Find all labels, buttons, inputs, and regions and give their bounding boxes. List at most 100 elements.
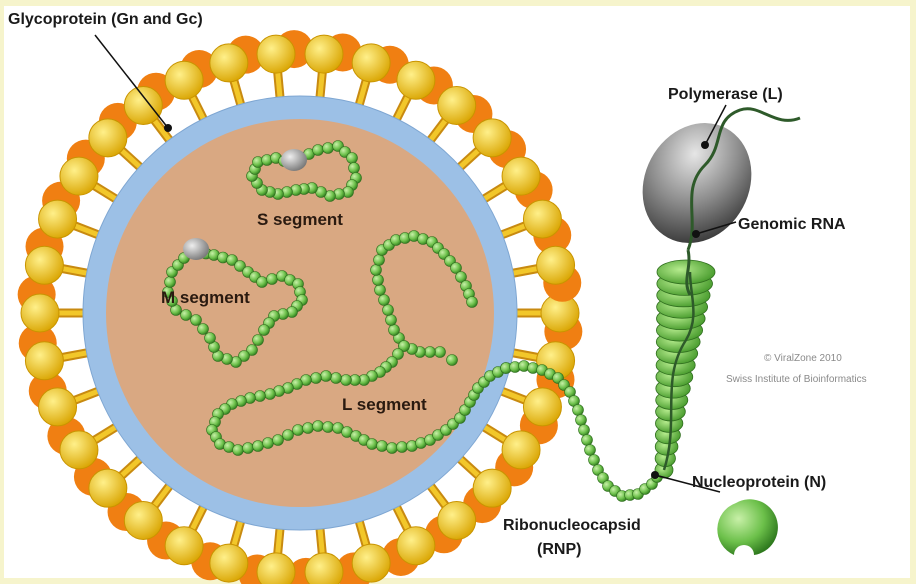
segment-bead (233, 445, 244, 456)
segment-bead (379, 295, 390, 306)
s-segment-label: S segment (257, 210, 343, 229)
credit-line-2: Swiss Institute of Bioinformatics (726, 374, 867, 385)
segment-bead (425, 347, 436, 358)
segment-bead (377, 441, 388, 452)
glycoprotein-label: Glycoprotein (Gn and Gc) (8, 11, 203, 28)
segment-bead (447, 355, 458, 366)
segment-bead (435, 347, 446, 358)
segment-bead (259, 325, 270, 336)
segment-bead (273, 435, 284, 446)
segment-bead (313, 421, 324, 432)
glycoprotein-gn-head (438, 501, 476, 539)
segment-bead (165, 277, 176, 288)
segment-bead (253, 441, 264, 452)
segment-bead (373, 275, 384, 286)
glycoprotein-gn-head (473, 119, 511, 157)
glycoprotein-gn-head (165, 527, 203, 565)
segment-bead (323, 422, 334, 433)
segment-bead (253, 335, 264, 346)
m-segment-polymerase (183, 238, 209, 260)
segment-bead (331, 373, 342, 384)
segment-bead (347, 153, 358, 164)
segment-bead (323, 143, 334, 154)
glycoprotein-gn-head (124, 501, 162, 539)
polymerase-dot (701, 141, 709, 149)
segment-bead (243, 443, 254, 454)
segment-bead (181, 310, 192, 321)
glycoprotein-gn-head (523, 388, 561, 426)
glycoprotein-gn-head (352, 544, 390, 582)
glycoprotein-gn-head (537, 246, 575, 284)
polymerase-label: Polymerase (L) (668, 86, 783, 103)
segment-bead (198, 324, 209, 335)
glycoprotein-gn-head (165, 61, 203, 99)
rnp-bead (589, 455, 600, 466)
segment-bead (303, 423, 314, 434)
glycoprotein-gn-head (89, 469, 127, 507)
segment-bead (265, 389, 276, 400)
nucleoprotein-label: Nucleoprotein (N) (692, 474, 826, 491)
segment-bead (386, 315, 397, 326)
segment-bead (467, 297, 478, 308)
segment-bead (341, 375, 352, 386)
l-segment-label: L segment (342, 395, 427, 414)
glycoprotein-gn-head (305, 35, 343, 73)
virion-core (106, 119, 494, 507)
segment-bead (387, 443, 398, 454)
rnp-label: (RNP) (537, 541, 581, 558)
glycoprotein-gn-head (21, 294, 59, 332)
segment-bead (311, 373, 322, 384)
ribonucleocapsid-label: Ribonucleocapsid (503, 517, 641, 534)
s-segment-polymerase (281, 149, 307, 171)
genomic-rna-dot (692, 230, 700, 238)
glycoprotein-gn-head (25, 342, 63, 380)
segment-bead (293, 425, 304, 436)
credit-line-1: © ViralZone 2010 (764, 353, 842, 364)
glycoprotein-gn-head (397, 61, 435, 99)
glycoprotein-gn-head (25, 246, 63, 284)
segment-bead (321, 371, 332, 382)
glycoprotein-gn-head (39, 388, 77, 426)
segment-bead (263, 438, 274, 449)
rnp-bead (585, 445, 596, 456)
glycoprotein-gn-head (257, 35, 295, 73)
glycoprotein-dot (164, 124, 172, 132)
segment-bead (374, 255, 385, 266)
glycoprotein-gn-head (473, 469, 511, 507)
genomic-rna-label: Genomic RNA (738, 216, 846, 233)
segment-bead (255, 391, 266, 402)
glycoprotein-gn-head (39, 200, 77, 238)
segment-bead (367, 439, 378, 450)
segment-bead (191, 315, 202, 326)
glycoprotein-gn-head (124, 87, 162, 125)
segment-bead (205, 333, 216, 344)
rnp-bead (576, 415, 587, 426)
glycoprotein-gn-head (352, 44, 390, 82)
rnp-bead (579, 425, 590, 436)
glycoprotein-gn-head (438, 87, 476, 125)
segment-bead (375, 285, 386, 296)
segment-bead (349, 163, 360, 174)
rnp-bead (573, 405, 584, 416)
segment-bead (397, 442, 408, 453)
glycoprotein-gn-head (210, 544, 248, 582)
glycoprotein-gn-head (210, 44, 248, 82)
segment-bead (389, 325, 400, 336)
segment-bead (371, 265, 382, 276)
glycoprotein-gn-head (89, 119, 127, 157)
segment-bead (383, 305, 394, 316)
glycoprotein-gn-head (523, 200, 561, 238)
glycoprotein-gn-head (60, 157, 98, 195)
glycoprotein-gn-head (397, 527, 435, 565)
glycoprotein-gn-head (502, 157, 540, 195)
glycoprotein-gn-head (502, 431, 540, 469)
segment-bead (283, 430, 294, 441)
segment-bead (267, 274, 278, 285)
glycoprotein-gn-head (60, 431, 98, 469)
nucleoprotein-dot (651, 471, 659, 479)
m-segment-label: M segment (161, 288, 250, 307)
segment-bead (257, 277, 268, 288)
rnp-bead (582, 435, 593, 446)
